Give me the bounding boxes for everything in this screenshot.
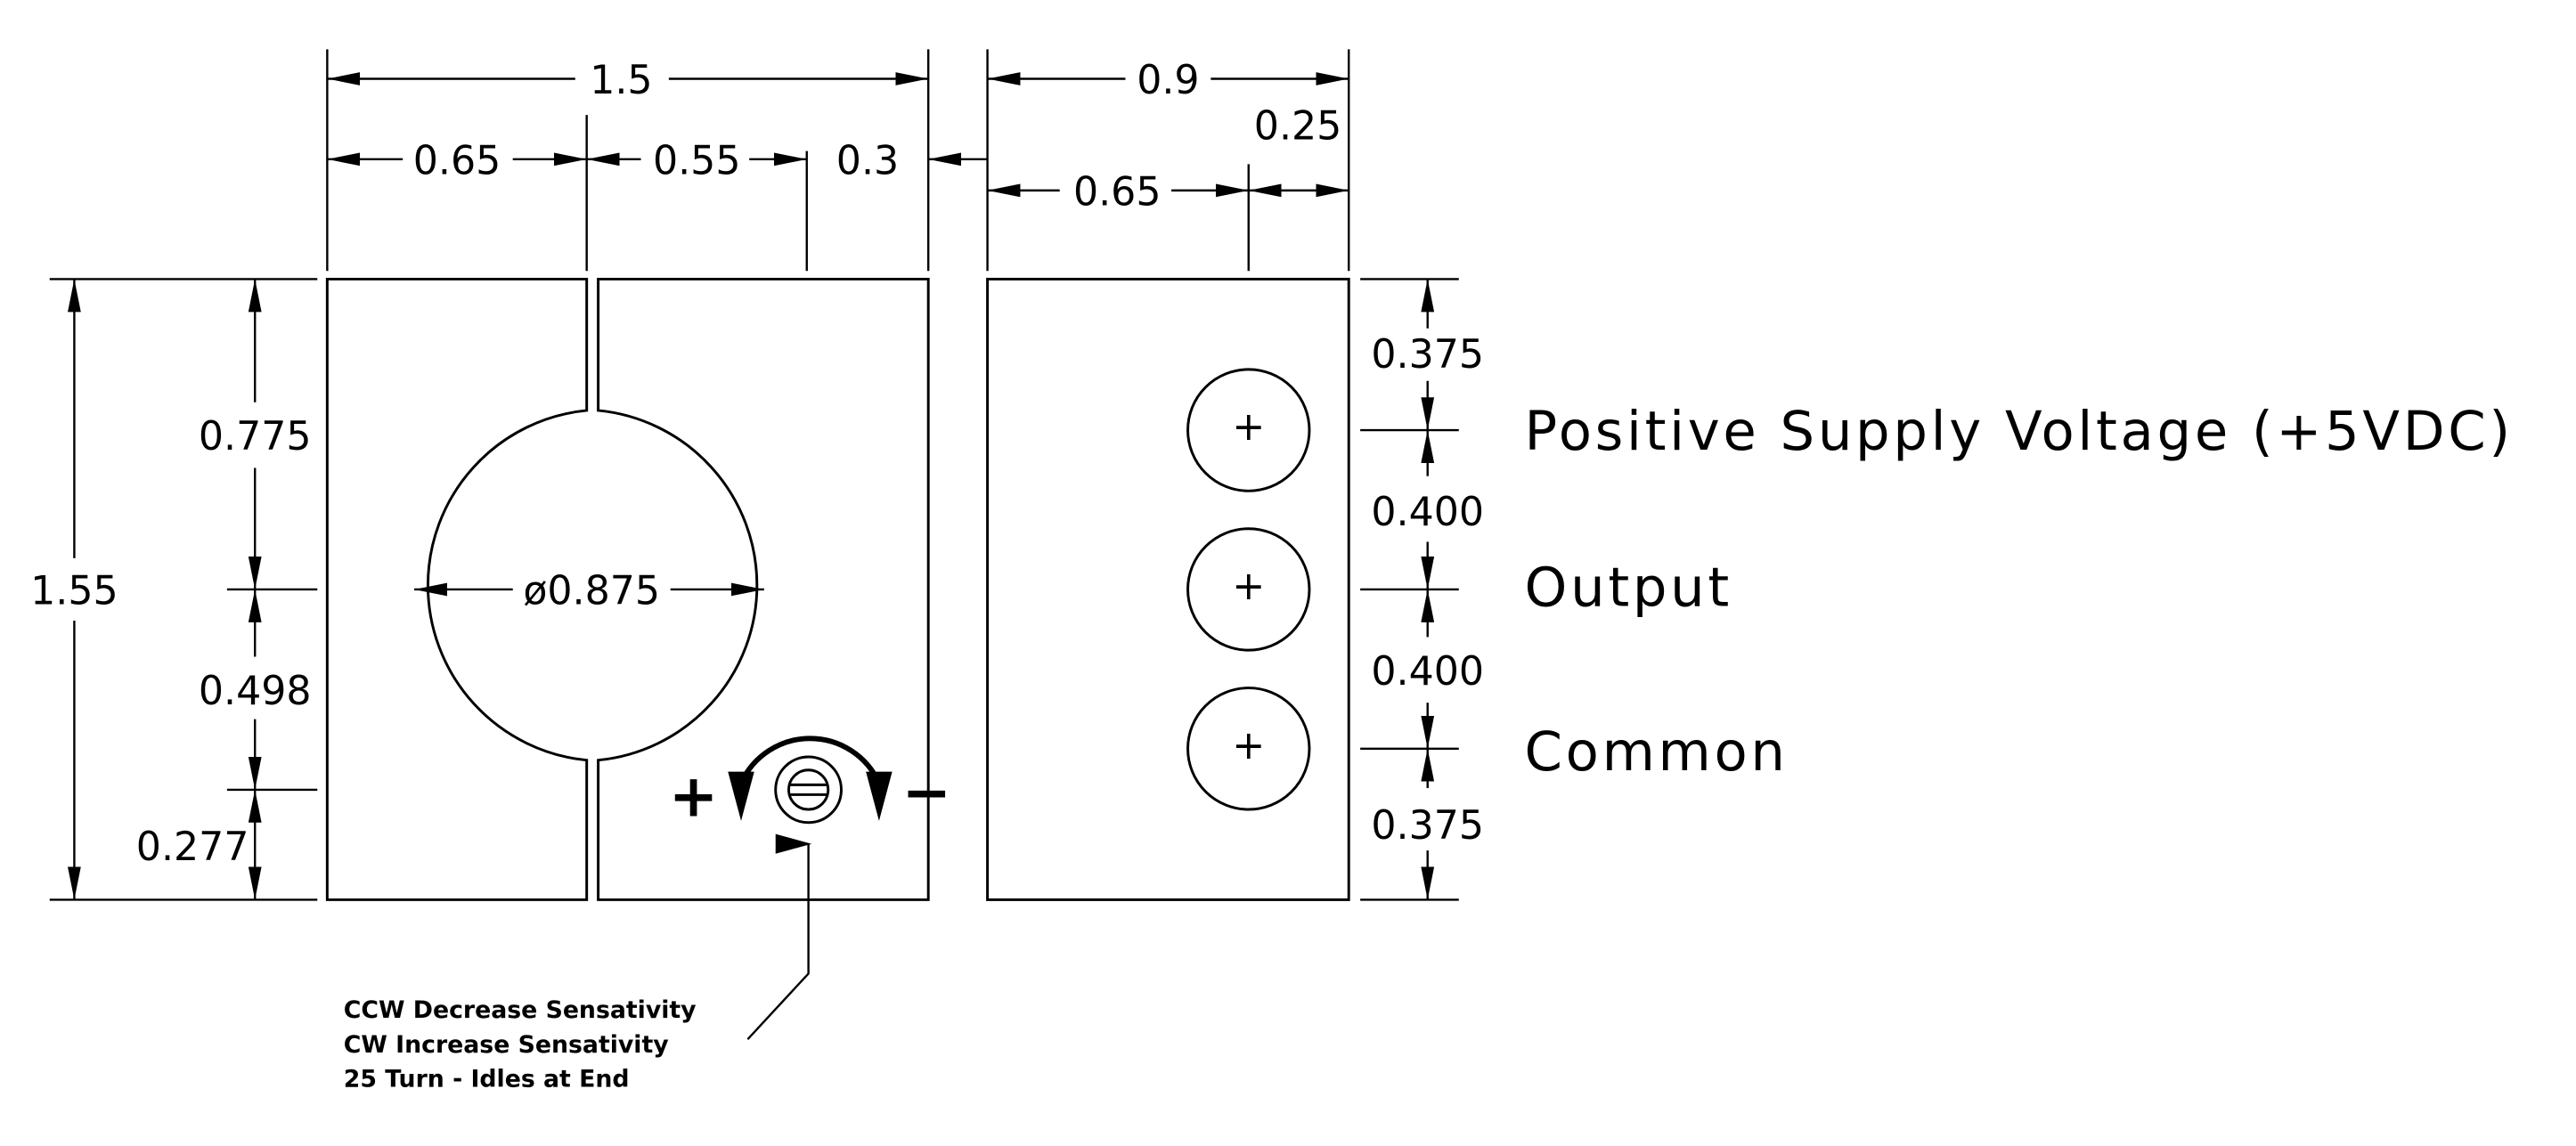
pin-2: + (1186, 527, 1311, 652)
dim-middle-width: 0.55 (586, 138, 807, 183)
increase-sign: + (669, 760, 719, 830)
pin-1: + (1186, 368, 1311, 492)
svg-text:0.65: 0.65 (1073, 169, 1162, 215)
dim-left-width: 0.65 (327, 138, 587, 183)
pin-label-output: Output (1525, 557, 1732, 619)
side-body (986, 277, 1350, 901)
svg-text:0.65: 0.65 (413, 138, 501, 183)
svg-text:+: + (1232, 404, 1265, 450)
dim-pin-spacing: 0.375 0.400 0.400 0.375 (1371, 279, 1484, 900)
decrease-sign: − (902, 758, 952, 827)
svg-text:CW Increase Sensativity: CW Increase Sensativity (344, 1031, 669, 1059)
svg-text:+: + (1232, 564, 1265, 609)
rotation-arrow-icon (738, 736, 882, 784)
extension-lines (49, 49, 1459, 901)
dim-slot-top: 0.775 (199, 279, 312, 589)
svg-text:1.5: 1.5 (590, 58, 652, 103)
dim-bore-diameter: ø0.875 (414, 569, 764, 614)
svg-text:+: + (1232, 723, 1265, 768)
svg-text:0.3: 0.3 (836, 138, 899, 183)
svg-text:0.498: 0.498 (199, 669, 312, 714)
svg-text:0.277: 0.277 (136, 825, 249, 870)
dim-side-pin-edge: 0.25 (1248, 104, 1349, 198)
clamp-left-half (325, 277, 589, 901)
svg-text:0.375: 0.375 (1371, 803, 1484, 849)
svg-text:0.25: 0.25 (1254, 104, 1342, 150)
pin-label-common: Common (1525, 721, 1789, 784)
svg-text:CCW Decrease Sensativity: CCW Decrease Sensativity (344, 996, 697, 1024)
pot-leader-line (746, 833, 812, 1040)
dim-pot-to-bottom: 0.277 (136, 789, 262, 900)
dim-overall-height: 1.55 (30, 279, 118, 900)
front-view: + − CCW Decrease Sensativity CW Increase… (325, 277, 952, 1093)
svg-text:0.9: 0.9 (1137, 58, 1199, 103)
svg-text:ø0.875: ø0.875 (523, 569, 660, 614)
svg-text:25 Turn - Idles at End: 25 Turn - Idles at End (344, 1066, 630, 1093)
dim-pot-offset: 0.3 (836, 138, 988, 183)
svg-text:0.55: 0.55 (653, 138, 741, 183)
svg-text:0.400: 0.400 (1371, 649, 1484, 695)
pot-note: CCW Decrease Sensativity CW Increase Sen… (344, 996, 697, 1093)
pot-screw-head (787, 768, 830, 811)
pin-3: + (1186, 687, 1311, 811)
pin-label-supply: Positive Supply Voltage (+5VDC) (1525, 401, 2514, 463)
dim-slot-to-pot: 0.498 (199, 589, 312, 790)
svg-text:0.775: 0.775 (199, 414, 312, 459)
svg-text:0.400: 0.400 (1371, 490, 1484, 535)
pot-outer-ring (774, 755, 843, 825)
clamp-right-half (597, 277, 930, 901)
dim-side-width: 0.9 (987, 58, 1349, 103)
dim-side-pin-offset: 0.65 (987, 169, 1249, 215)
potentiometer: + − (669, 736, 952, 830)
svg-text:1.55: 1.55 (30, 569, 118, 614)
dim-overall-width: 1.5 (327, 58, 929, 103)
svg-text:0.375: 0.375 (1371, 332, 1484, 378)
side-view: + + + (986, 277, 1350, 901)
